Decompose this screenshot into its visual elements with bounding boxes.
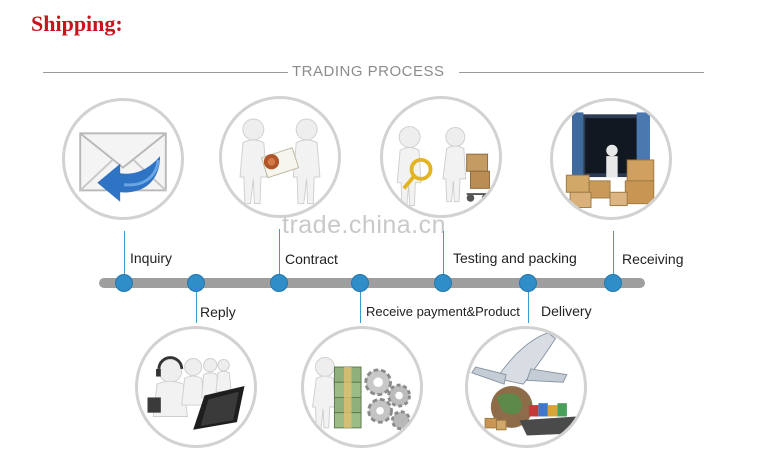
timeline-node-delivery: [519, 274, 537, 292]
step-label-contract: Contract: [285, 251, 338, 267]
timeline-node-testing: [434, 274, 452, 292]
airplane-globe-ship-icon: [465, 326, 587, 448]
step-label-inquiry: Inquiry: [130, 250, 173, 266]
step-label-delivery: Delivery: [541, 303, 592, 319]
stem-reply: [196, 283, 197, 323]
section-rule-left: [43, 72, 288, 73]
timeline-bar: [99, 278, 645, 288]
timeline-node-contract: [270, 274, 288, 292]
cargo-container-icon: [550, 98, 672, 220]
call-center-icon: [135, 326, 257, 448]
step-label-receive-payment: Receive payment&Product: [366, 304, 520, 319]
timeline-node-reply: [187, 274, 205, 292]
page-heading: Shipping:: [31, 11, 123, 36]
stem-delivery: [528, 283, 529, 323]
step-label-testing: Testing and packing: [453, 250, 577, 266]
timeline-node-receive-payment: [351, 274, 369, 292]
stem-inquiry: [124, 231, 125, 283]
timeline-node-receiving: [604, 274, 622, 292]
step-label-receiving: Receiving: [622, 251, 684, 267]
stem-receive-payment: [360, 283, 361, 323]
handshake-contract-icon: [219, 96, 341, 218]
stem-testing: [443, 231, 444, 283]
stem-contract: [279, 229, 280, 283]
section-title: TRADING PROCESS: [292, 63, 445, 80]
timeline-node-inquiry: [115, 274, 133, 292]
envelope-reply-icon: [62, 98, 184, 220]
watermark: trade.china.cn: [282, 211, 447, 239]
stem-receiving: [613, 231, 614, 283]
section-rule-right: [459, 72, 704, 73]
money-gears-icon: [301, 326, 423, 448]
step-label-reply: Reply: [200, 304, 236, 320]
inspection-packing-icon: [380, 96, 502, 218]
